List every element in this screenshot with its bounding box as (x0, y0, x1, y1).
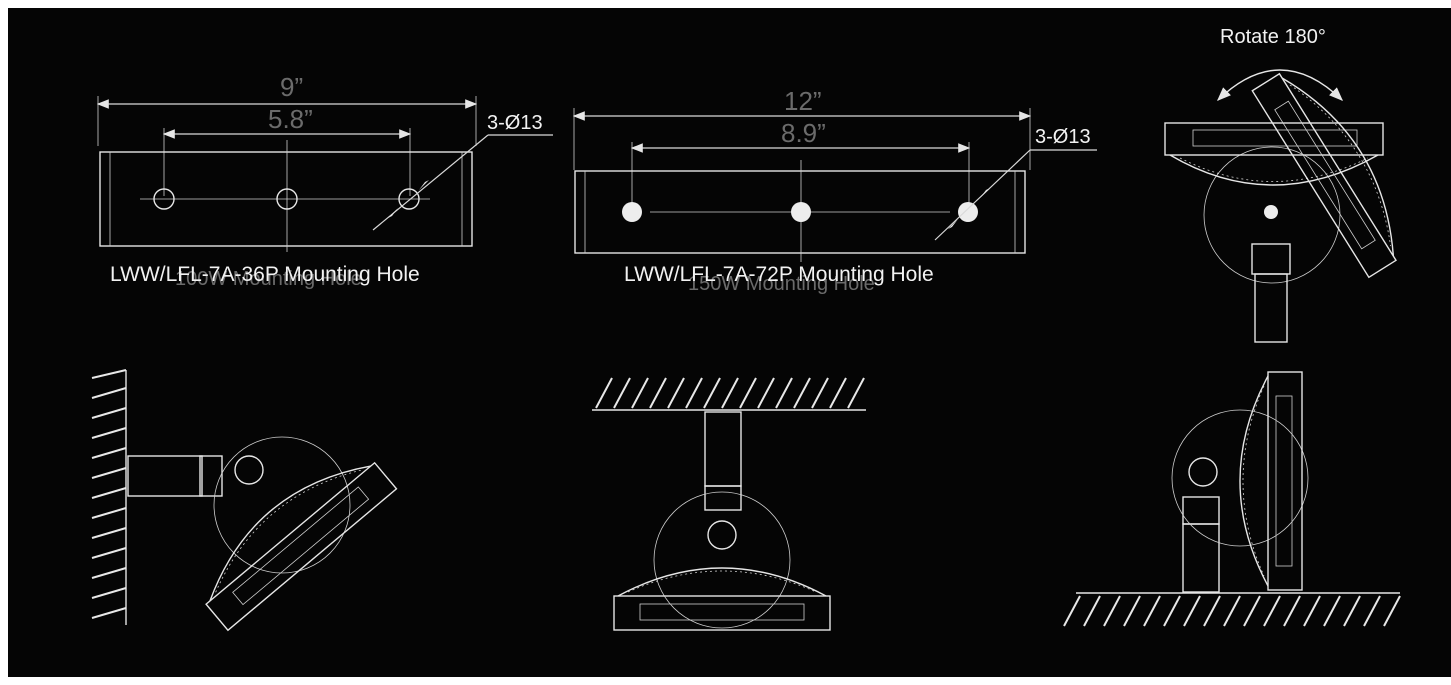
rotate-180-view (1164, 69, 1397, 343)
wall-mount-view (91, 369, 398, 632)
floor-mount-view (1063, 371, 1401, 627)
overall-width-36p: 9” (280, 72, 304, 102)
mounting-plate-36p (96, 96, 553, 252)
caption-36p: LWW/LFL-7A-36P Mounting Hole (110, 263, 420, 286)
hole-callout-36p: 3-Ø13 (487, 112, 543, 134)
overall-width-72p: 12” (784, 86, 822, 116)
hole-callout-72p: 3-Ø13 (1035, 126, 1091, 148)
mounting-plate-72p (572, 108, 1097, 262)
hole-span-72p: 8.9” (781, 118, 826, 148)
ceiling-mount-view (592, 377, 866, 631)
ghost-caption-36p: 100W Mounting Hole (175, 268, 362, 290)
rotate-label: Rotate 180° (1220, 26, 1326, 48)
caption-72p: LWW/LFL-7A-72P Mounting Hole (624, 263, 934, 286)
ghost-caption-72p: 150W Mounting Hole (688, 273, 875, 295)
hole-span-36p: 5.8” (268, 104, 313, 134)
